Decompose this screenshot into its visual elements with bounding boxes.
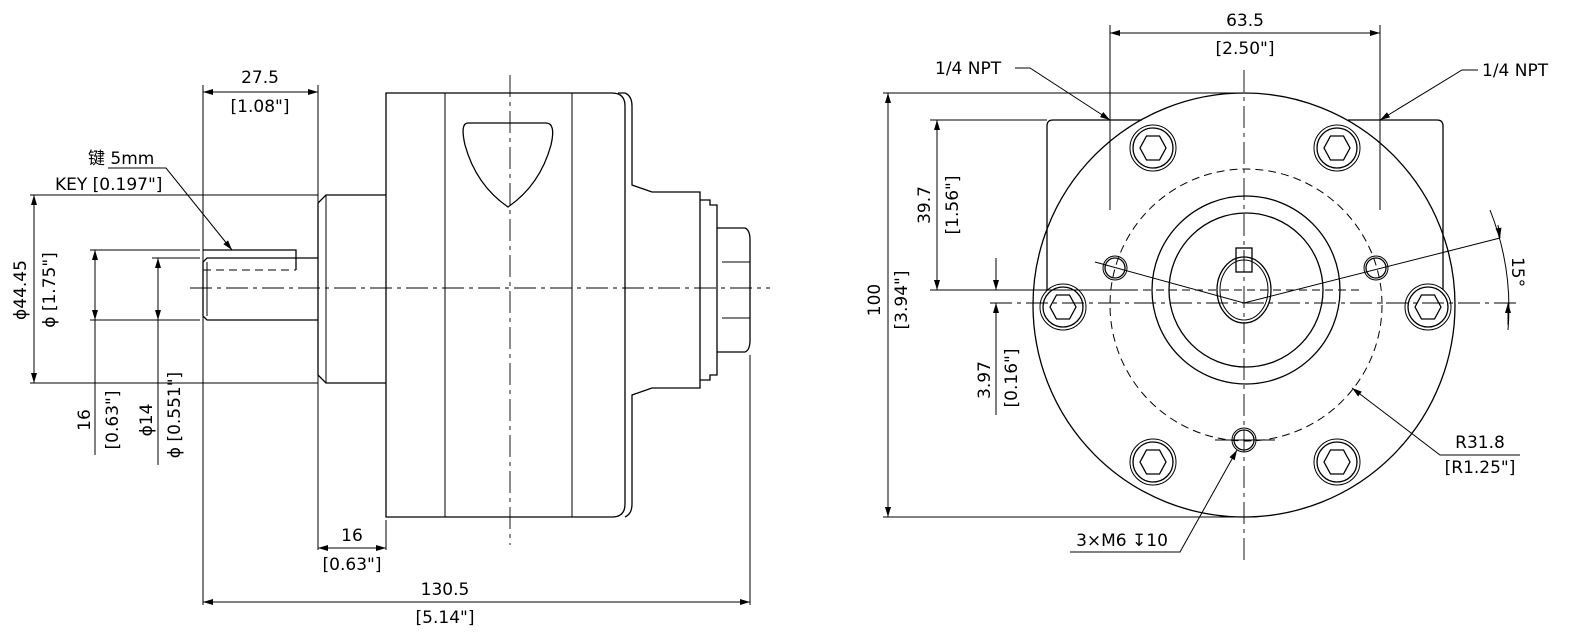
svg-text:[0.16"]: [0.16"] bbox=[1002, 349, 1022, 408]
svg-text:ϕ [1.75"]: ϕ [1.75"] bbox=[40, 252, 60, 328]
pump-body bbox=[385, 92, 626, 518]
logo-shield bbox=[462, 122, 554, 208]
svg-text:100: 100 bbox=[865, 284, 885, 316]
svg-text:1/4 NPT: 1/4 NPT bbox=[935, 59, 1002, 79]
svg-text:16: 16 bbox=[75, 409, 95, 431]
svg-text:[5.14"]: [5.14"] bbox=[416, 608, 475, 628]
side-view: 27.5 [1.08"] 16 [0.63"] 130.5 [5.14"] ϕ4… bbox=[11, 68, 770, 628]
svg-text:[0.63"]: [0.63"] bbox=[323, 555, 382, 575]
svg-text:39.7: 39.7 bbox=[915, 186, 935, 224]
svg-text:[3.94"]: [3.94"] bbox=[892, 271, 912, 330]
svg-text:1/4 NPT: 1/4 NPT bbox=[1482, 61, 1549, 81]
svg-text:ϕ14: ϕ14 bbox=[137, 404, 157, 437]
bolt-heads bbox=[1039, 124, 1452, 486]
svg-text:130.5: 130.5 bbox=[421, 580, 470, 600]
svg-text:3×M6 ↧10: 3×M6 ↧10 bbox=[1076, 531, 1168, 551]
svg-text:ϕ44.45: ϕ44.45 bbox=[11, 260, 31, 320]
svg-text:ϕ [0.551"]: ϕ [0.551"] bbox=[165, 372, 185, 458]
svg-text:KEY [0.197"]: KEY [0.197"] bbox=[55, 175, 162, 195]
svg-text:[2.50"]: [2.50"] bbox=[1216, 39, 1275, 59]
pilot bbox=[317, 194, 386, 384]
svg-text:3.97: 3.97 bbox=[975, 361, 995, 399]
svg-text:63.5: 63.5 bbox=[1226, 11, 1264, 31]
front-view: 63.5 [2.50"] 1/4 NPT 1/4 NPT 100 [3.94"]… bbox=[865, 11, 1549, 560]
svg-text:27.5: 27.5 bbox=[241, 68, 279, 88]
threaded-holes bbox=[1102, 255, 1389, 453]
shaft bbox=[202, 257, 318, 321]
svg-text:15°: 15° bbox=[1507, 257, 1527, 287]
svg-text:R31.8: R31.8 bbox=[1455, 433, 1505, 453]
svg-text:16: 16 bbox=[341, 526, 363, 546]
svg-text:[1.08"]: [1.08"] bbox=[231, 97, 290, 117]
svg-text:[R1.25"]: [R1.25"] bbox=[1445, 458, 1516, 478]
svg-text:键 5mm: 键 5mm bbox=[88, 149, 154, 169]
bolt-circle bbox=[1109, 168, 1383, 442]
svg-text:[1.56"]: [1.56"] bbox=[943, 176, 963, 235]
svg-text:[0.63"]: [0.63"] bbox=[103, 391, 123, 450]
